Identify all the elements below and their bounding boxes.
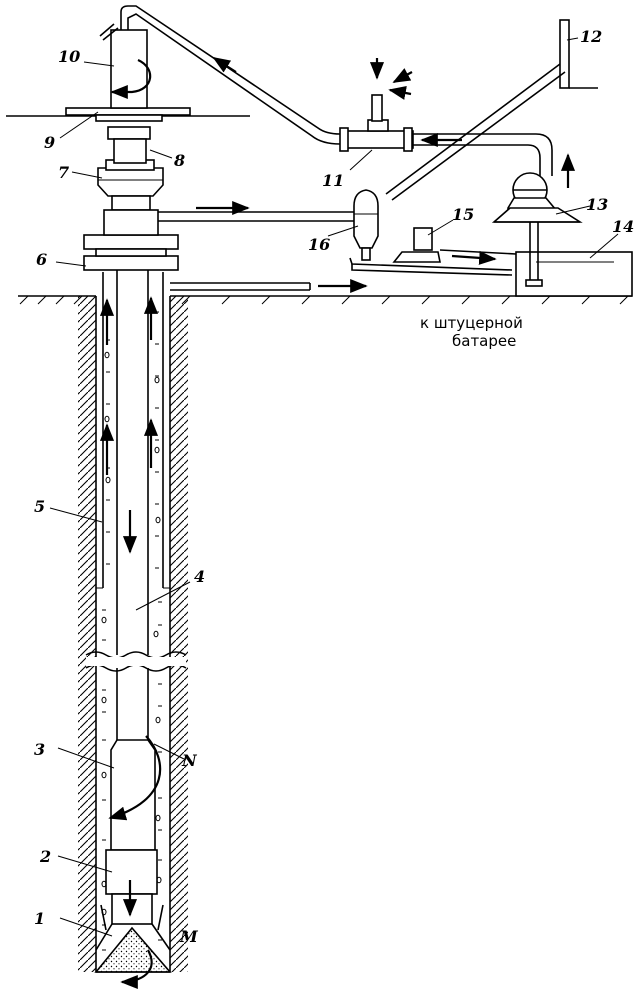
- wellhead-flange: [84, 235, 178, 270]
- callout-16: 16: [308, 235, 330, 254]
- callout-7: 7: [58, 163, 69, 182]
- rotary-table: [66, 108, 190, 121]
- point-label-n: N: [181, 751, 198, 770]
- annulus-upflow-arrows: [107, 298, 151, 475]
- callout-14: 14: [612, 217, 634, 236]
- callout-9: 9: [44, 133, 55, 152]
- callout-6: 6: [36, 250, 47, 269]
- point-label-m: M: [179, 927, 199, 946]
- caption-line-1: к штуцерной: [420, 314, 523, 332]
- callout-12: 12: [580, 27, 602, 46]
- shale-shaker: [394, 228, 440, 262]
- callout-10: 10: [58, 47, 80, 66]
- mixing-tee: [340, 58, 413, 151]
- callout-2: 2: [39, 847, 51, 866]
- ground-surface: [18, 296, 632, 304]
- bit-sub: [106, 850, 157, 894]
- callout-13: 13: [586, 195, 608, 214]
- borehole-wall-left: [78, 296, 96, 972]
- outflow-line-to-separator: [158, 212, 354, 221]
- turbodrill: [111, 740, 155, 850]
- choke-line: [170, 283, 310, 290]
- kelly-swivel: [100, 24, 147, 108]
- callout-11: 11: [322, 171, 344, 190]
- gas-separator: [354, 190, 378, 260]
- callout-8: 8: [173, 151, 185, 170]
- callout-1: 1: [34, 909, 45, 928]
- rotating-blowout-preventer: [98, 160, 163, 235]
- borehole-wall-right: [170, 296, 188, 972]
- callout-15: 15: [452, 205, 474, 224]
- standpipe-line: [121, 6, 345, 144]
- caption-line-2: батарее: [452, 332, 516, 350]
- callout-4: 4: [194, 567, 205, 586]
- flare-vent: [386, 20, 598, 200]
- kelly-bushing: [108, 127, 150, 163]
- callout-3: 3: [34, 740, 45, 759]
- drill-bit: [96, 894, 170, 972]
- callout-5: 5: [34, 497, 45, 516]
